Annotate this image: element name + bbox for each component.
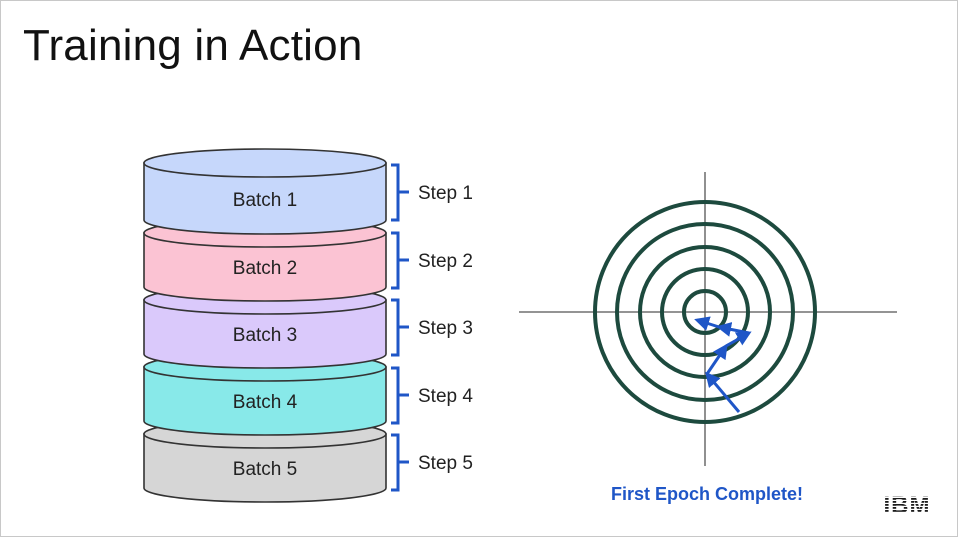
descent-arrow-5 (694, 316, 720, 331)
batch-3-label: Batch 3 (233, 325, 297, 346)
step-brackets: Step 1 Step 2 Step 3 Step 4 Step 5 (391, 163, 473, 492)
step-5-label: Step 5 (418, 453, 473, 474)
descent-arrow-3 (725, 331, 752, 348)
slide-title: Training in Action (23, 21, 363, 70)
descent-arrow-2 (705, 343, 728, 375)
step-3-bracket (391, 298, 409, 357)
contour-ring-3 (638, 245, 772, 379)
step-2-bracket (391, 231, 409, 290)
batch-5-label: Batch 5 (233, 459, 297, 480)
batch-1-label: Batch 1 (233, 190, 297, 211)
ibm-logo-text: IBM (884, 492, 931, 516)
step-5-bracket (391, 433, 409, 492)
batch-4-label: Batch 4 (233, 392, 298, 413)
contour-plot: First Epoch Complete! (519, 172, 897, 504)
descent-arrow-4 (716, 321, 750, 337)
contour-ring-5 (593, 200, 817, 424)
step-2-label: Step 2 (418, 251, 473, 272)
step-4-bracket (391, 366, 409, 425)
step-4-label: Step 4 (418, 386, 473, 407)
epoch-caption: First Epoch Complete! (611, 484, 803, 504)
batch-stack: Batch 5 Batch 4 Batch 3 Batch 2 (143, 148, 387, 503)
batch-2-label: Batch 2 (233, 258, 297, 279)
step-1-label: Step 1 (418, 183, 473, 204)
contour-ring-1 (682, 289, 728, 335)
step-1-bracket (391, 163, 409, 222)
descent-arrow-1 (705, 371, 741, 413)
contour-ring-2 (660, 267, 750, 357)
step-3-label: Step 3 (418, 318, 473, 339)
contour-ring-4 (615, 222, 795, 402)
ibm-logo: IBM (884, 492, 931, 516)
batch-1-segment: Batch 1 (143, 148, 387, 235)
